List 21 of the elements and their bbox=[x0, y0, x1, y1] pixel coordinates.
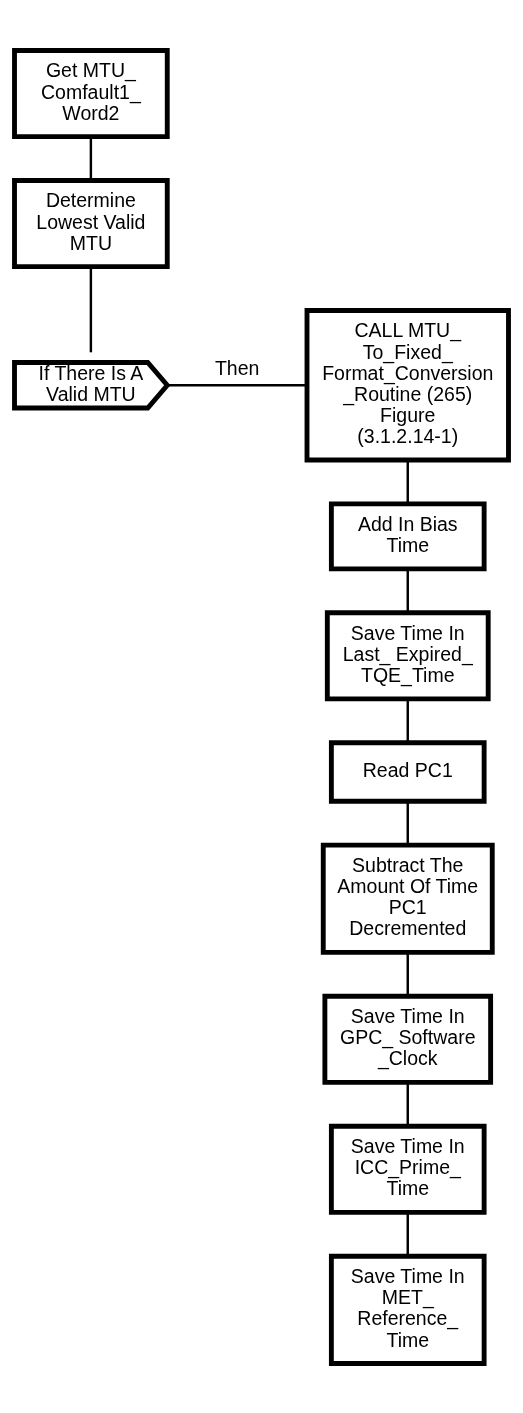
node-box: Get MTU_ Comfault1_ Word2 bbox=[12, 47, 170, 139]
connector bbox=[406, 952, 409, 996]
connector bbox=[406, 459, 409, 503]
connector bbox=[406, 1212, 409, 1256]
connector bbox=[406, 568, 409, 612]
connector bbox=[89, 266, 93, 352]
node-box: Add In Bias Time bbox=[328, 500, 487, 571]
connector bbox=[167, 383, 307, 386]
connector bbox=[406, 699, 409, 742]
connector bbox=[406, 801, 409, 845]
node-box: CALL MTU_ To_Fixed_ Format_Conversion _Routine (265) Figure (3.1.2.14-1) bbox=[304, 307, 511, 462]
node-box: Save Time In MET_ Reference_ Time bbox=[328, 1253, 487, 1366]
connector bbox=[89, 136, 93, 180]
edge-label: Then bbox=[214, 356, 260, 379]
node-box: Determine Lowest Valid MTU bbox=[12, 177, 170, 269]
node-box: Subtract The Amount Of Time PC1 Decremented bbox=[320, 842, 495, 955]
node-box: Save Time In GPC_ Software _Clock bbox=[322, 993, 494, 1085]
connector bbox=[406, 1081, 409, 1126]
node-box: Save Time In ICC_Prime_ Time bbox=[328, 1123, 487, 1215]
node-box: Read PC1 bbox=[328, 739, 487, 804]
node-box: Save Time In Last_ Expired_ TQE_Time bbox=[324, 609, 491, 701]
